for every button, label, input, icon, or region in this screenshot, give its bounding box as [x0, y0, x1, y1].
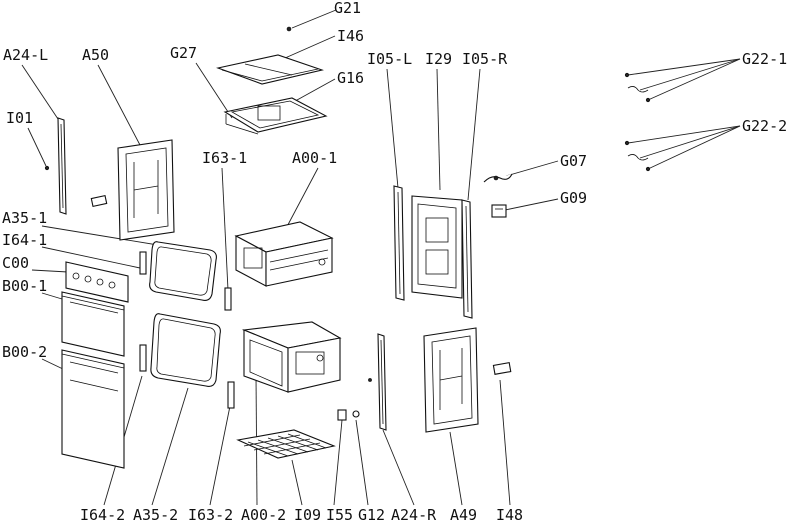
- label-g16: G16: [337, 69, 364, 87]
- part-i05l-strip: [393, 185, 405, 301]
- label-a50: A50: [82, 46, 109, 64]
- part-i46-top-panel: [216, 54, 324, 85]
- label-b002: B00-2: [2, 343, 47, 361]
- part-a24r-right-strip: [377, 333, 387, 431]
- part-g222-fittings: [624, 140, 651, 172]
- part-a352-door-gasket: [150, 313, 221, 387]
- part-g221-fittings: [624, 72, 651, 103]
- label-g221: G22-1: [742, 50, 787, 68]
- part-i632-hinge: [227, 381, 235, 409]
- label-i55: I55: [326, 506, 353, 523]
- part-g21-screw: [286, 26, 292, 32]
- part-b001-upper-door: [61, 291, 125, 357]
- part-a001-upper-cavity: [234, 221, 334, 287]
- label-a49: A49: [450, 506, 477, 523]
- label-a24r: A24-R: [391, 506, 437, 523]
- label-a351: A35-1: [2, 209, 47, 227]
- label-i46: I46: [337, 27, 364, 45]
- label-i48: I48: [496, 506, 523, 523]
- label-c00: C00: [2, 254, 29, 272]
- label-i05l: I05-L: [367, 50, 412, 68]
- part-g12-fitting: [352, 410, 360, 418]
- part-g09-switch: [491, 204, 507, 218]
- part-bracket-small: [90, 194, 108, 208]
- label-a002: A00-2: [241, 506, 286, 523]
- part-b002-lower-door: [61, 349, 125, 469]
- part-a351-door-gasket: [149, 241, 217, 301]
- part-i631-hinge: [224, 287, 232, 311]
- label-a001: A00-1: [292, 149, 337, 167]
- part-i48-bracket: [492, 362, 512, 375]
- part-g07-cable: [483, 173, 513, 183]
- label-g27: G27: [170, 44, 197, 62]
- part-i05r-strip: [461, 199, 473, 319]
- label-i632: I63-2: [188, 506, 233, 523]
- part-a50-side-panel: [117, 139, 175, 241]
- label-i641: I64-1: [2, 231, 47, 249]
- label-a24l: A24-L: [3, 46, 48, 64]
- part-a24l-left-strip: [57, 117, 67, 215]
- label-i631: I63-1: [202, 149, 247, 167]
- label-a352: A35-2: [133, 506, 178, 523]
- part-i29-back-panel: [411, 195, 463, 299]
- part-i01-screw: [44, 165, 50, 171]
- part-i641-hinge: [139, 251, 147, 275]
- part-a49-side-panel: [423, 327, 479, 433]
- part-a002-lower-cavity: [241, 321, 342, 393]
- label-i01: I01: [6, 109, 33, 127]
- part-i55-bracket: [337, 409, 347, 421]
- part-screw-small: [368, 378, 372, 382]
- label-g222: G22-2: [742, 117, 787, 135]
- part-c00-control-panel: [65, 261, 129, 303]
- part-i09-oven-rack: [236, 429, 336, 459]
- label-g21: G21: [334, 0, 361, 17]
- label-g09: G09: [560, 189, 587, 207]
- leader-lines: [21, 9, 741, 506]
- label-i29: I29: [425, 50, 452, 68]
- label-i642: I64-2: [80, 506, 125, 523]
- label-b001: B00-1: [2, 277, 47, 295]
- part-i642-hinge: [139, 344, 147, 372]
- label-g12: G12: [358, 506, 385, 523]
- part-g16-top-heater: [223, 97, 328, 135]
- label-i05r: I05-R: [462, 50, 508, 68]
- label-i09: I09: [294, 506, 321, 523]
- label-g07: G07: [560, 152, 587, 170]
